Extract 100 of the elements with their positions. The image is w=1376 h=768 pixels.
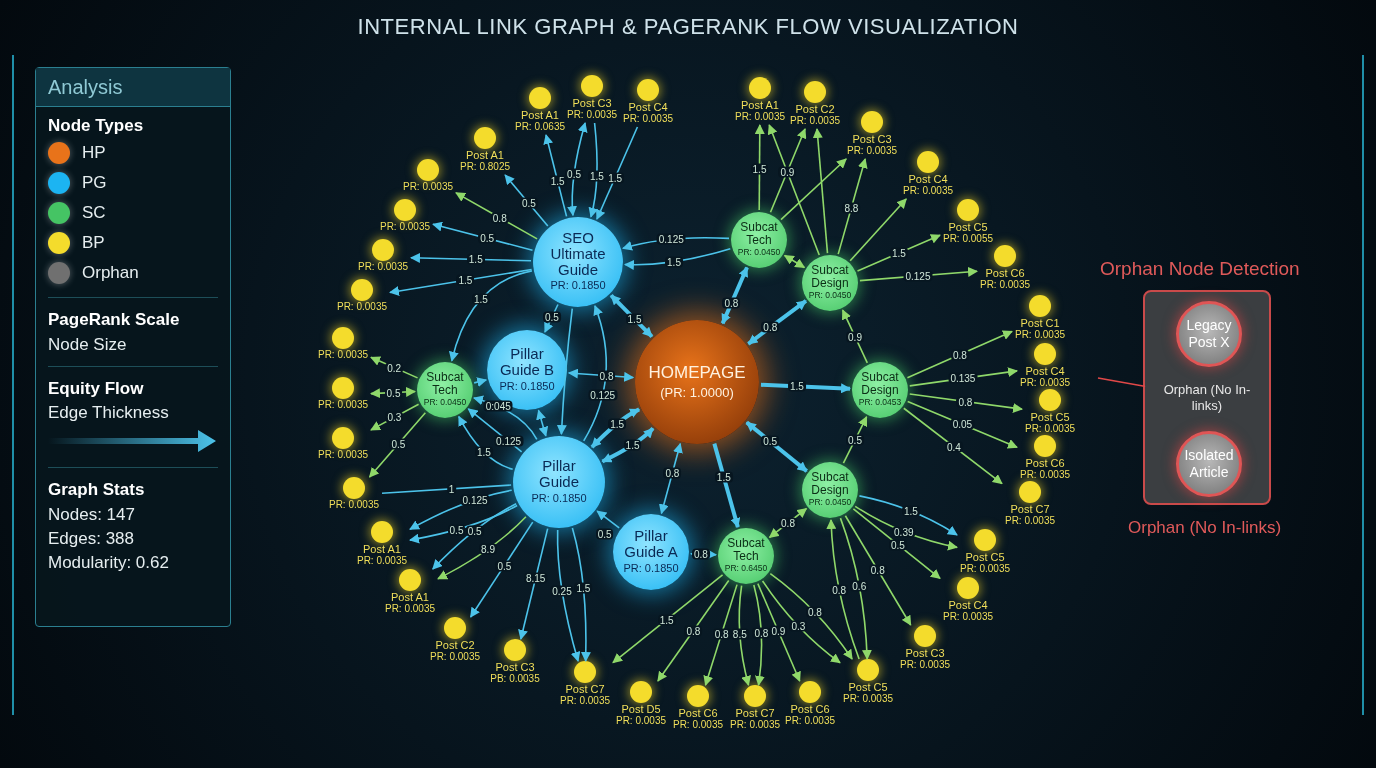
- node-label: Post C7: [735, 707, 775, 719]
- node-label: PB: 0.0035: [490, 673, 540, 685]
- edge-label: 0.4: [945, 441, 963, 453]
- arrow: [657, 579, 730, 682]
- arrow: [370, 403, 420, 431]
- arrow: [908, 393, 1023, 413]
- edge-label: 1.5: [889, 247, 908, 259]
- edge-label: 8.15: [523, 572, 548, 584]
- edge-label: 0.5: [495, 560, 514, 572]
- node-label: PR: 0.0035: [1004, 515, 1055, 527]
- subcategory-node: [802, 462, 858, 518]
- subcategory-node: [718, 528, 774, 584]
- node-label: PR: 0.0035: [902, 185, 953, 197]
- edge-label: 1.5: [714, 471, 733, 483]
- node-label: PR: 0.0035: [789, 115, 840, 127]
- node-label: PR: 0.0035: [336, 301, 387, 313]
- arrow: [596, 126, 639, 220]
- legend-text: Orphan: [82, 262, 139, 284]
- node-label: PR: 0.0035: [402, 181, 453, 193]
- node-label: Post A1: [466, 149, 504, 161]
- arrow: [601, 427, 655, 464]
- section-heading: Equity Flow: [48, 377, 145, 399]
- edge-label: 1.5: [456, 274, 475, 286]
- arrow: [458, 415, 514, 471]
- arrow: [841, 309, 869, 364]
- node-label: Post C3: [572, 97, 612, 109]
- arrow: [856, 234, 941, 272]
- node-label: HOMEPAGE: [648, 361, 746, 383]
- arrow: [473, 377, 488, 387]
- node-label: PR: 0.0035: [1019, 469, 1070, 481]
- arrow: [567, 122, 588, 217]
- subcategory-node: [852, 362, 908, 418]
- node-label: Post C3: [852, 133, 892, 145]
- edge-label: 1: [446, 483, 457, 495]
- edge-label: 0.8: [805, 606, 824, 618]
- legend-text: PG: [82, 172, 107, 194]
- arrow: [769, 128, 807, 214]
- arrow: [389, 268, 533, 296]
- section-text: Node Size: [48, 333, 128, 355]
- edge-label: 0.3: [385, 411, 404, 423]
- edge-label: 0:045: [483, 401, 513, 412]
- edge-label: 1.5: [574, 582, 593, 594]
- arrow: [556, 307, 574, 436]
- pillar-node: [613, 514, 689, 590]
- arrow: [571, 527, 591, 662]
- arrow: [612, 573, 724, 664]
- edge-label: 0.8: [490, 212, 509, 224]
- node-label: (PR: 1.0000): [660, 383, 734, 402]
- node-label: PR: 0.8025: [459, 161, 510, 173]
- edge-label: 0.5: [888, 539, 907, 551]
- edge-label: 1.5: [750, 163, 769, 175]
- arrow: [588, 122, 599, 218]
- legend-text: BP: [82, 232, 105, 254]
- edge-label: 0.8: [868, 564, 887, 576]
- arrow: [844, 514, 912, 626]
- edge-label: 1.5: [548, 175, 567, 187]
- arrow: [837, 158, 868, 255]
- edge-label: 1.5: [608, 418, 627, 430]
- panel-title: Analysis: [48, 76, 123, 98]
- edge-label: 0.5: [761, 435, 780, 447]
- edge-label: 0.39: [892, 526, 916, 538]
- edge-label: 8.5: [730, 628, 749, 640]
- node-label: Pillar Guide A: [623, 528, 679, 560]
- node-label: PR: 0.0035: [328, 499, 379, 511]
- arrow: [432, 221, 534, 251]
- arrow: [582, 304, 608, 442]
- node-label: PR: 0.0035: [379, 221, 430, 233]
- edge-label: 1.5: [625, 313, 644, 325]
- node-label: Post A1: [741, 99, 779, 111]
- node-label: PR: 0.0035: [842, 693, 893, 705]
- node-label: PR: 0.0035: [1019, 377, 1070, 389]
- arrow: [852, 508, 941, 580]
- stat-text: Nodes: 147: [48, 503, 136, 525]
- node-label: Post C5: [848, 681, 888, 693]
- section-heading: Orphan Node Detection: [1100, 257, 1300, 281]
- arrow: [842, 415, 868, 464]
- orphan-node: Legacy Post X: [1176, 301, 1242, 367]
- node-label: Subcat Design: [810, 264, 850, 290]
- stat-text: Edges: 388: [48, 527, 135, 549]
- node-label: Post A1: [521, 109, 559, 121]
- node-label: PR: 0.0035: [615, 715, 666, 727]
- edge-label: 0.125: [588, 389, 618, 401]
- edge-label: 0.8: [692, 548, 710, 560]
- node-label: PR: 0.6450: [724, 562, 768, 575]
- arrow: [760, 382, 852, 394]
- node-label: PR: 0.0035: [1014, 329, 1065, 341]
- node-label: PR: 0.1850: [623, 560, 679, 576]
- arrow: [849, 198, 907, 262]
- edge-label: 0.8: [830, 584, 849, 596]
- node-label: Pillar Guide B: [498, 346, 556, 378]
- node-label: PR: 0.0035: [729, 719, 780, 731]
- node-label: Subcat Design: [860, 371, 900, 397]
- edge-label: 0.25: [550, 585, 574, 596]
- node-label: PR: 0.0035: [559, 695, 610, 707]
- edge-label: 0.5: [447, 524, 466, 536]
- arrow: [410, 252, 532, 263]
- subcategory-node: [731, 212, 787, 268]
- arrow: [623, 247, 732, 270]
- arrow: [783, 254, 806, 269]
- edge-label: 0.8: [950, 349, 969, 361]
